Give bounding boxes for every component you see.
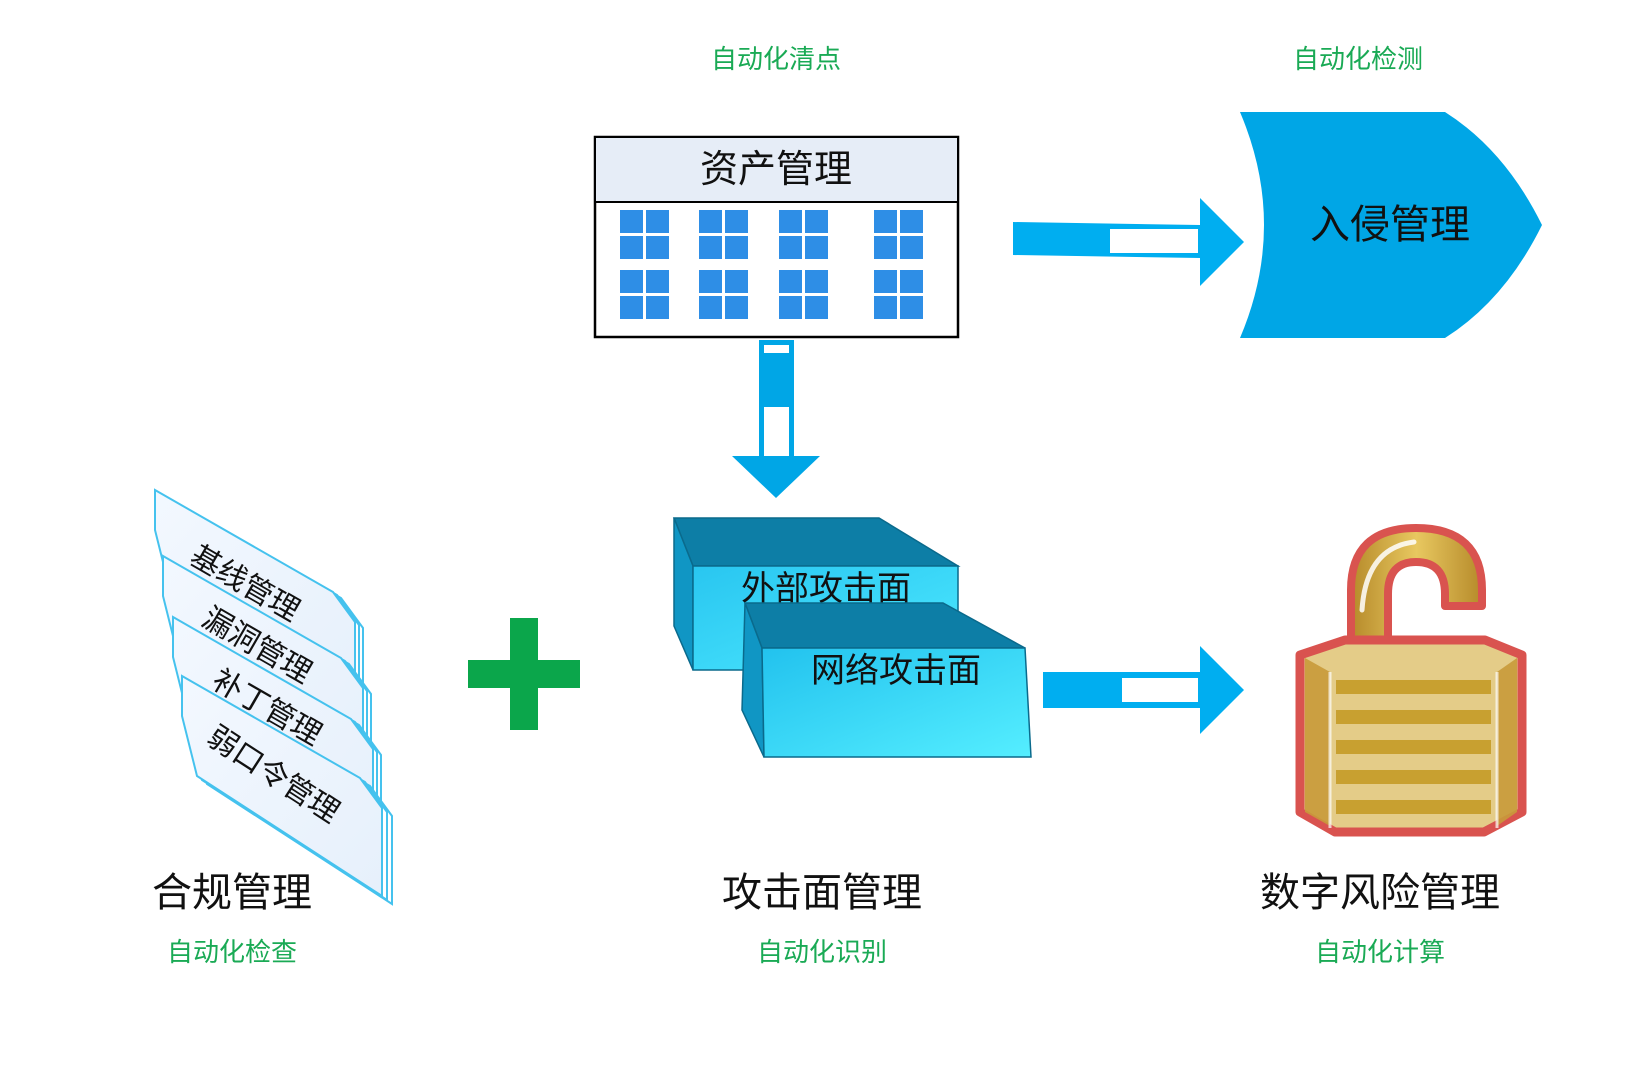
padlock-stripe bbox=[1336, 770, 1491, 784]
intrusion-management-shape: 入侵管理 bbox=[1240, 112, 1542, 338]
arrow-asset-to-attack-surface bbox=[732, 340, 820, 498]
compliance-management-title: 合规管理 bbox=[152, 870, 312, 916]
padlock-stripe bbox=[1336, 740, 1491, 754]
intrusion-auto-label: 自动化检测 bbox=[1293, 45, 1423, 75]
arrow-asset-to-intrusion bbox=[1013, 198, 1244, 286]
asset-window-grid bbox=[620, 210, 923, 319]
window-icon bbox=[699, 210, 748, 259]
padlock-stripes bbox=[1336, 680, 1491, 814]
window-icon bbox=[779, 210, 828, 259]
asset-auto-label: 自动化清点 bbox=[711, 45, 841, 75]
asset-management-box: 资产管理 bbox=[593, 135, 960, 339]
digital-risk-management-title: 数字风险管理 bbox=[1260, 870, 1500, 916]
intrusion-management-title: 入侵管理 bbox=[1310, 202, 1470, 248]
window-icon bbox=[779, 270, 828, 319]
window-icon bbox=[874, 210, 923, 259]
asset-management-title: 资产管理 bbox=[700, 147, 852, 191]
window-icon bbox=[620, 210, 669, 259]
network-attack-surface-label: 网络攻击面 bbox=[811, 651, 981, 691]
window-icon bbox=[699, 270, 748, 319]
attack-surface-auto-label: 自动化识别 bbox=[757, 938, 887, 968]
network-attack-surface-block: 网络攻击面 bbox=[741, 602, 1032, 758]
padlock-stripe bbox=[1336, 680, 1491, 694]
window-icon bbox=[874, 270, 923, 319]
padlock-stripe bbox=[1336, 710, 1491, 724]
plus-icon bbox=[468, 618, 580, 730]
open-padlock-icon bbox=[1295, 524, 1527, 837]
attack-surface-management-title: 攻击面管理 bbox=[722, 870, 922, 916]
window-icon bbox=[620, 270, 669, 319]
digital-risk-auto-label: 自动化计算 bbox=[1315, 938, 1445, 968]
arrow-attack-to-risk bbox=[1043, 646, 1244, 734]
compliance-auto-label: 自动化检查 bbox=[167, 938, 297, 968]
padlock-stripe bbox=[1336, 800, 1491, 814]
